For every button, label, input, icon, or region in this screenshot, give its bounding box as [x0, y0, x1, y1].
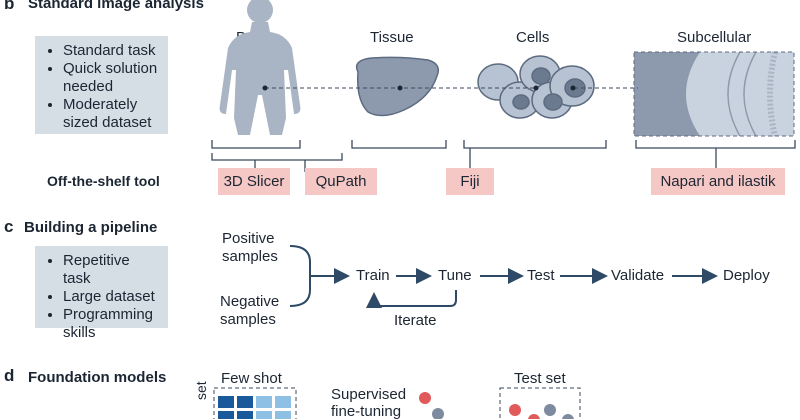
section-b-letter: b	[4, 0, 15, 13]
loop-label-iterate: Iterate	[394, 312, 437, 329]
step-validate: Validate	[611, 267, 665, 284]
section-c-criteria-box: Repetitive task Large dataset Programmin…	[35, 246, 168, 341]
body-silhouette	[219, 0, 301, 135]
section-c-letter: c	[4, 217, 14, 236]
section-d-title: Foundation models	[28, 369, 167, 386]
scale-label-cells: Cells	[516, 29, 550, 46]
scale-label-tissue: Tissue	[370, 29, 414, 46]
section-b-title: Standard image analysis	[28, 0, 204, 12]
tool-3d-slicer: 3D Slicer	[218, 168, 290, 195]
step-train: Train	[356, 267, 390, 284]
few-shot-grid	[218, 396, 291, 419]
few-shot-label: Few shot	[221, 370, 282, 387]
tool-qupath: QuPath	[305, 168, 377, 195]
scale-label-subcellular: Subcellular	[677, 29, 752, 46]
input-positive-samples: Positive samples	[222, 230, 278, 265]
supervised-fine-tuning-label: Supervised fine-tuning	[331, 386, 407, 420]
criteria-item: Quick solution needed	[63, 60, 158, 96]
liver-shape	[355, 56, 440, 117]
input-negative-samples: Negative samples	[220, 293, 280, 328]
tool-fiji: Fiji	[446, 168, 494, 195]
subcellular-view	[633, 51, 795, 137]
step-tune: Tune	[438, 267, 472, 284]
test-set-label: Test set	[514, 370, 566, 387]
criteria-item: Programming skills	[63, 306, 158, 342]
tool-row-label: Off-the-shelf tool	[47, 173, 160, 189]
tool-napari-ilastik: Napari and ilastik	[651, 168, 785, 195]
criteria-item: Repetitive task	[63, 252, 158, 288]
criteria-item: Standard task	[63, 42, 158, 60]
criteria-item: Large dataset	[63, 288, 158, 306]
step-test: Test	[527, 267, 555, 284]
section-c-title: Building a pipeline	[24, 219, 158, 236]
step-deploy: Deploy	[723, 267, 770, 284]
section-d-letter: d	[4, 366, 15, 385]
section-b-criteria-box: Standard task Quick solution needed Mode…	[35, 36, 168, 134]
criteria-item: Moderately sized dataset	[63, 96, 158, 132]
cells-cluster	[477, 55, 595, 119]
